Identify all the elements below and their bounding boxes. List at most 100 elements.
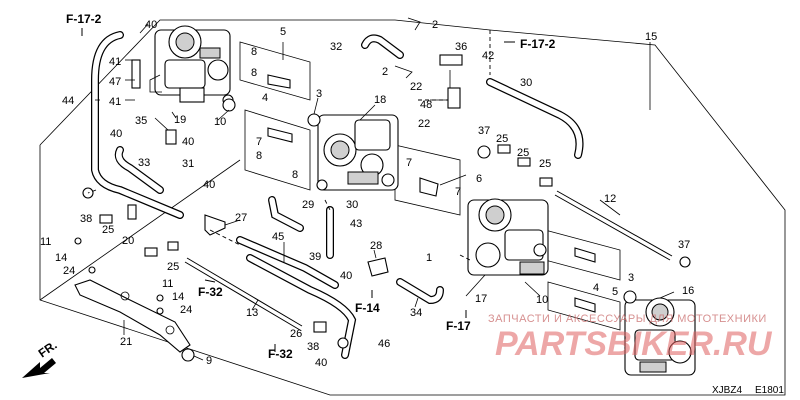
- label-n38a: 38: [80, 213, 92, 225]
- ref-fr: FR.: [36, 338, 60, 361]
- label-n21: 21: [120, 336, 132, 348]
- label-n5b: 5: [612, 286, 618, 298]
- label-n38b: 38: [307, 341, 319, 353]
- label-n6: 6: [476, 173, 482, 185]
- rod-13-edge: [186, 257, 303, 327]
- part-3-top: [307, 113, 321, 127]
- label-n25c: 25: [496, 133, 508, 145]
- label-n17: 17: [475, 293, 487, 305]
- bracket-hole-1: [120, 291, 130, 301]
- label-n4a: 4: [262, 92, 268, 104]
- label-n44: 44: [62, 95, 74, 107]
- ref-f17-top-right: F-17-2: [520, 37, 556, 51]
- subframe-e: [547, 281, 621, 331]
- label-n36: 36: [455, 41, 467, 53]
- part-27: [204, 214, 226, 236]
- label-n2b: 2: [382, 66, 388, 78]
- part-11-left: [74, 237, 82, 245]
- ref-f14: F-14: [355, 301, 380, 315]
- label-n10a: 10: [214, 116, 226, 128]
- part-24-bracket: [156, 307, 164, 315]
- label-n8b: 8: [251, 67, 257, 79]
- part-9: [181, 348, 195, 362]
- label-n41a: 41: [109, 56, 121, 68]
- label-n45: 45: [272, 231, 284, 243]
- label-n8d: 8: [292, 169, 298, 181]
- label-n40f: 40: [315, 357, 327, 369]
- label-n30a: 30: [520, 77, 532, 89]
- label-n40c: 40: [182, 136, 194, 148]
- hose-33: [114, 146, 164, 194]
- label-n7a: 7: [256, 136, 262, 148]
- label-n25a: 25: [102, 224, 114, 236]
- label-n29: 29: [302, 199, 314, 211]
- part-24-left: [88, 266, 96, 274]
- label-n27: 27: [235, 212, 247, 224]
- label-n2a: 2: [432, 19, 438, 31]
- label-n20: 20: [122, 235, 134, 247]
- tee-joint-4-right: [574, 297, 596, 313]
- hose-30: [486, 78, 584, 159]
- label-n11a: 11: [40, 236, 51, 248]
- ref-f17-bottom: F-17: [446, 319, 471, 333]
- label-n12: 12: [604, 193, 616, 205]
- label-n15: 15: [645, 31, 657, 43]
- label-n25d: 25: [517, 147, 529, 159]
- label-n31: 31: [182, 158, 194, 170]
- label-n40d: 40: [203, 179, 215, 191]
- label-n46: 46: [378, 338, 390, 350]
- label-n11b: 11: [162, 278, 173, 290]
- label-n7c: 7: [455, 186, 461, 198]
- carburetor-17: [467, 198, 549, 276]
- label-n32: 32: [330, 41, 342, 53]
- rod-13: [184, 261, 301, 331]
- part-37-right: [679, 256, 691, 268]
- part-28: [367, 257, 389, 277]
- label-n8c: 8: [256, 150, 262, 162]
- label-n8a: 8: [251, 46, 257, 58]
- part-38-bottom: [337, 337, 349, 349]
- label-n47: 47: [109, 76, 121, 88]
- label-n1: 1: [426, 252, 432, 264]
- carburetor-19: [149, 25, 234, 106]
- watermark-brand: PARTSBIKER.RU: [495, 325, 773, 363]
- part-2-mid: [394, 65, 413, 79]
- hose-45: [236, 236, 339, 289]
- rod-12-edge: [556, 190, 673, 257]
- tee-joint-6: [419, 177, 439, 197]
- part-10-top: [222, 98, 236, 112]
- label-n22a: 22: [410, 81, 422, 93]
- label-n10b: 10: [536, 294, 548, 306]
- carburetor-18: [316, 114, 399, 191]
- label-n33: 33: [138, 157, 150, 169]
- part-3-bottom: [623, 290, 637, 304]
- part-47: [131, 59, 141, 89]
- label-n40a: 40: [145, 19, 157, 31]
- dashed-lines: [87, 30, 491, 261]
- label-n28: 28: [370, 240, 382, 252]
- part-36: [439, 54, 463, 66]
- frame-inner-line: [39, 159, 241, 301]
- label-n34: 34: [410, 307, 422, 319]
- hose-32: [361, 34, 404, 59]
- tee-joint-5-right: [574, 247, 596, 263]
- label-n40b: 40: [110, 128, 122, 140]
- carburetor-16: [624, 297, 696, 376]
- part-20: [127, 204, 137, 220]
- ref-f17-top-left: F-17-2: [66, 12, 102, 26]
- label-n39: 39: [309, 251, 321, 263]
- ref-arrows: [81, 28, 515, 352]
- subframe-b: [244, 109, 311, 191]
- part-14-bracket: [156, 294, 164, 302]
- hose-46: [246, 254, 357, 359]
- label-n13: 13: [246, 307, 258, 319]
- part-25-a: [497, 144, 511, 154]
- footer-page: E1801: [755, 385, 784, 396]
- label-n5a: 5: [280, 26, 286, 38]
- label-n26: 26: [290, 328, 302, 340]
- part-48: [447, 87, 461, 109]
- label-n16: 16: [682, 285, 694, 297]
- label-n19: 19: [174, 114, 186, 126]
